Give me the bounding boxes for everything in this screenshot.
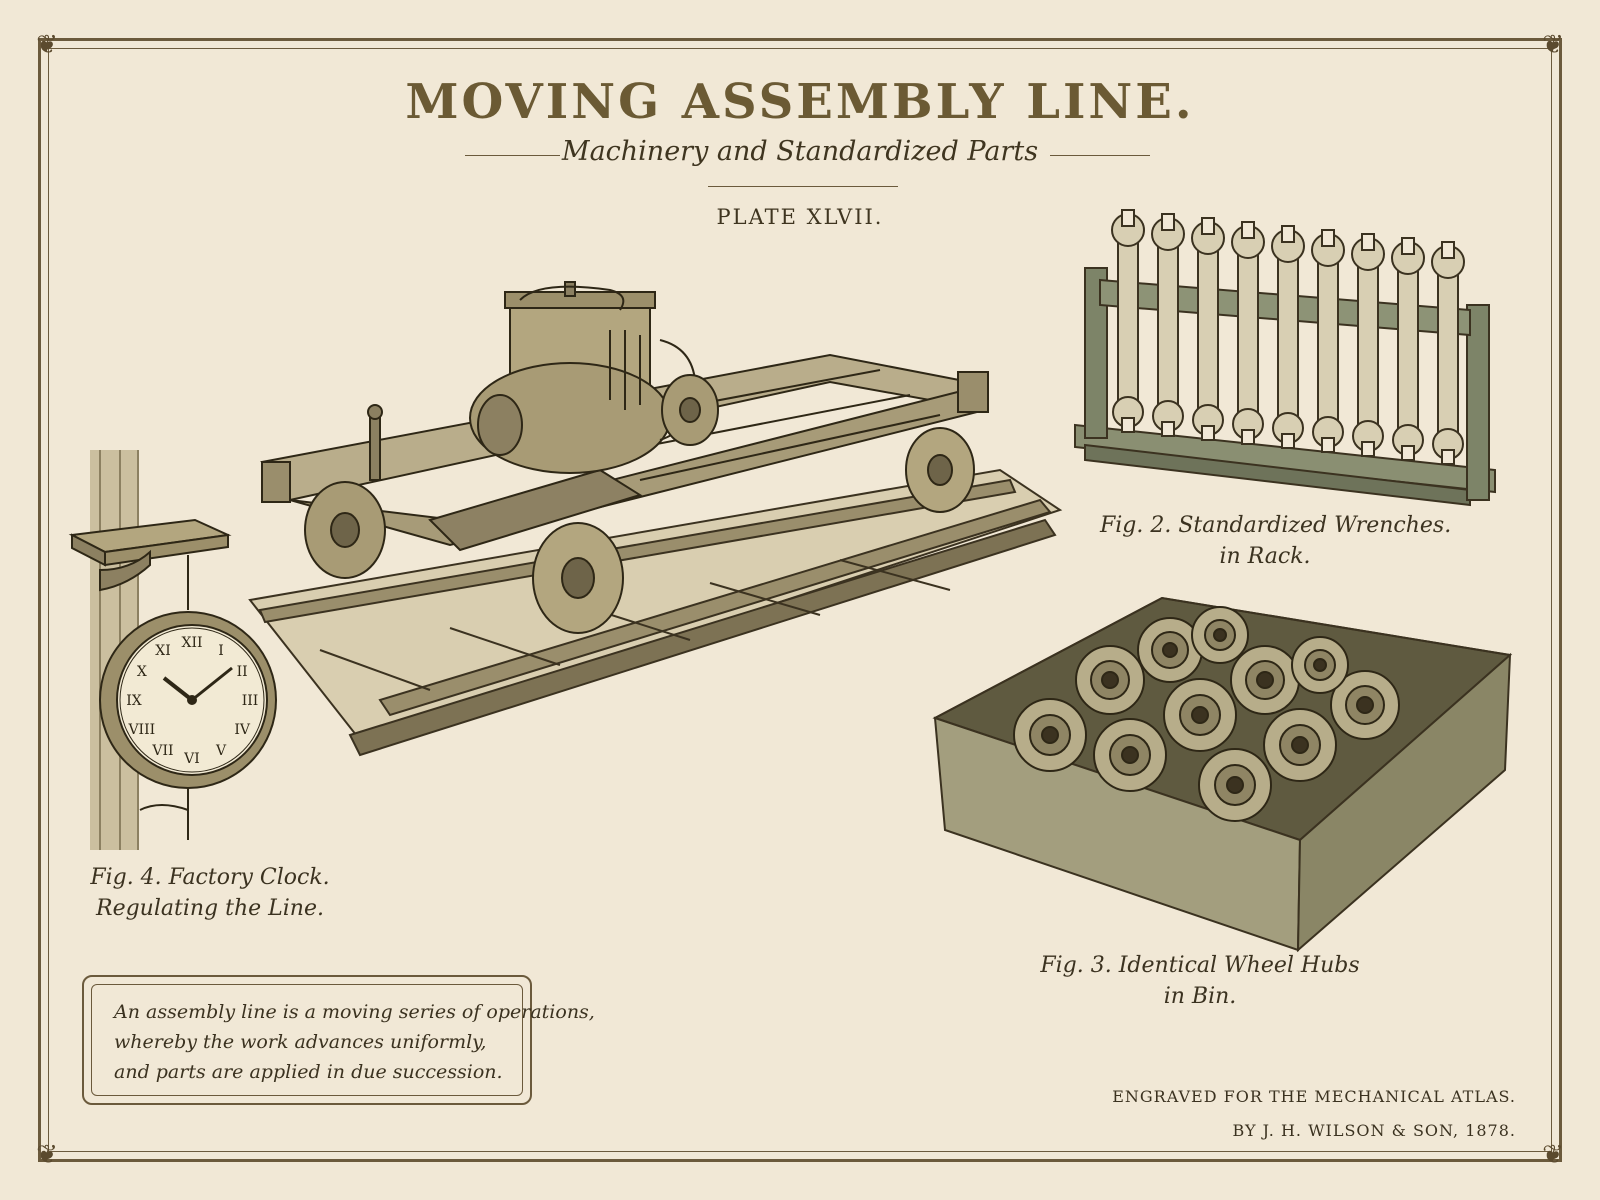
- wheel-hub-icon: [1093, 718, 1167, 792]
- fig3-caption: Fig. 3. Identical Wheel Hubs in Bin.: [1040, 950, 1360, 1012]
- definition-box: An assembly line is a moving series of o…: [82, 975, 595, 1105]
- fig2-caption: Fig. 2. Standardized Wrenches. in Rack.: [1100, 510, 1452, 572]
- clock-numeral: VIII: [127, 722, 155, 738]
- outer-border: [38, 38, 1562, 1162]
- wheel-hub-icon: [1013, 698, 1087, 772]
- chassis-wheels: [304, 374, 975, 634]
- assembly-track: [248, 468, 1063, 757]
- clock-numeral: XII: [181, 635, 202, 651]
- wheel-hub-icon: [1198, 748, 1272, 822]
- wrench-icon: [1391, 237, 1425, 461]
- clock-numeral: VII: [151, 743, 173, 759]
- clock-numeral: IX: [126, 693, 142, 709]
- wrench-icon: [1231, 221, 1265, 445]
- divider: [465, 155, 560, 156]
- clock-numeral: XI: [155, 643, 171, 659]
- clock-numeral: VI: [183, 751, 200, 767]
- wheel-hub-icon: [1230, 645, 1300, 715]
- clock-numeral: III: [242, 693, 259, 709]
- wrench-icon: [1111, 209, 1145, 433]
- corner-ornament-icon: ❦: [36, 30, 58, 60]
- definition-line3: and parts are applied in due succession.: [114, 1061, 503, 1083]
- clock-numeral: II: [237, 664, 248, 680]
- definition-text: An assembly line is a moving series of o…: [114, 997, 595, 1087]
- clock-minute-hand: [191, 666, 233, 702]
- wheel-hub-icon: [1163, 678, 1237, 752]
- engine-block: [469, 281, 697, 474]
- chassis-frame: [260, 353, 989, 552]
- fig4-caption: Fig. 4. Factory Clock. Regulating the Li…: [90, 862, 330, 924]
- divider: [708, 186, 898, 187]
- fig4-caption-line2: Regulating the Line.: [96, 896, 324, 921]
- divider: [1050, 155, 1150, 156]
- clock-numeral: X: [137, 664, 147, 680]
- clock-numeral: IV: [234, 722, 251, 738]
- factory-clock: [68, 450, 277, 850]
- wheel-hubs: [1013, 606, 1400, 822]
- fig2-caption-line2: in Rack.: [1219, 544, 1311, 569]
- definition-line1: An assembly line is a moving series of o…: [114, 1001, 595, 1023]
- engraver-imprint: ENGRAVED FOR THE MECHANICAL ATLAS. BY J.…: [1112, 1080, 1516, 1148]
- wheel-hub-icon: [1191, 606, 1249, 664]
- wheel-icon: [905, 427, 975, 513]
- wrench-icon: [1151, 213, 1185, 437]
- definition-line2: whereby the work advances uniformly,: [114, 1031, 487, 1053]
- wheel-hub-icon: [1263, 708, 1337, 782]
- clock-hour-hand: [162, 676, 194, 702]
- fig3-caption-line2: in Bin.: [1163, 984, 1237, 1009]
- wrench-set: [1111, 209, 1465, 465]
- imprint-line1: ENGRAVED FOR THE MECHANICAL ATLAS.: [1112, 1087, 1516, 1106]
- corner-ornament-icon: ❦: [1542, 30, 1564, 60]
- wrench-icon: [1431, 241, 1465, 465]
- plate-subtitle: Machinery and Standardized Parts: [561, 136, 1039, 167]
- clock-numeral: I: [218, 643, 224, 659]
- wrench-icon: [1191, 217, 1225, 441]
- wrench-icon: [1311, 229, 1345, 453]
- clock-numeral: V: [215, 743, 227, 759]
- wheel-hub-icon: [1330, 670, 1400, 740]
- corner-ornament-icon: ❦: [36, 1140, 58, 1170]
- wrench-icon: [1271, 225, 1305, 449]
- wheel-hub-icon: [1291, 636, 1349, 694]
- wheel-hub-icon: [1075, 645, 1145, 715]
- imprint-line2: BY J. H. WILSON & SON, 1878.: [1232, 1121, 1516, 1140]
- plate-title: MOVING ASSEMBLY LINE.: [405, 74, 1195, 130]
- wheel-icon: [304, 481, 386, 579]
- corner-ornament-icon: ❦: [1542, 1140, 1564, 1170]
- plate-number: PLATE XLVII.: [716, 205, 884, 229]
- inner-border: [48, 48, 1552, 1152]
- wrench-icon: [1351, 233, 1385, 457]
- wheel-icon: [661, 374, 719, 446]
- wheel-hub-icon: [1137, 617, 1203, 683]
- fig4-caption-line1: Fig. 4. Factory Clock.: [90, 865, 330, 890]
- wheel-icon: [532, 522, 624, 634]
- fig3-caption-line1: Fig. 3. Identical Wheel Hubs: [1040, 953, 1360, 978]
- definition-box-inner-border: [91, 984, 523, 1096]
- fig2-caption-line1: Fig. 2. Standardized Wrenches.: [1100, 513, 1452, 538]
